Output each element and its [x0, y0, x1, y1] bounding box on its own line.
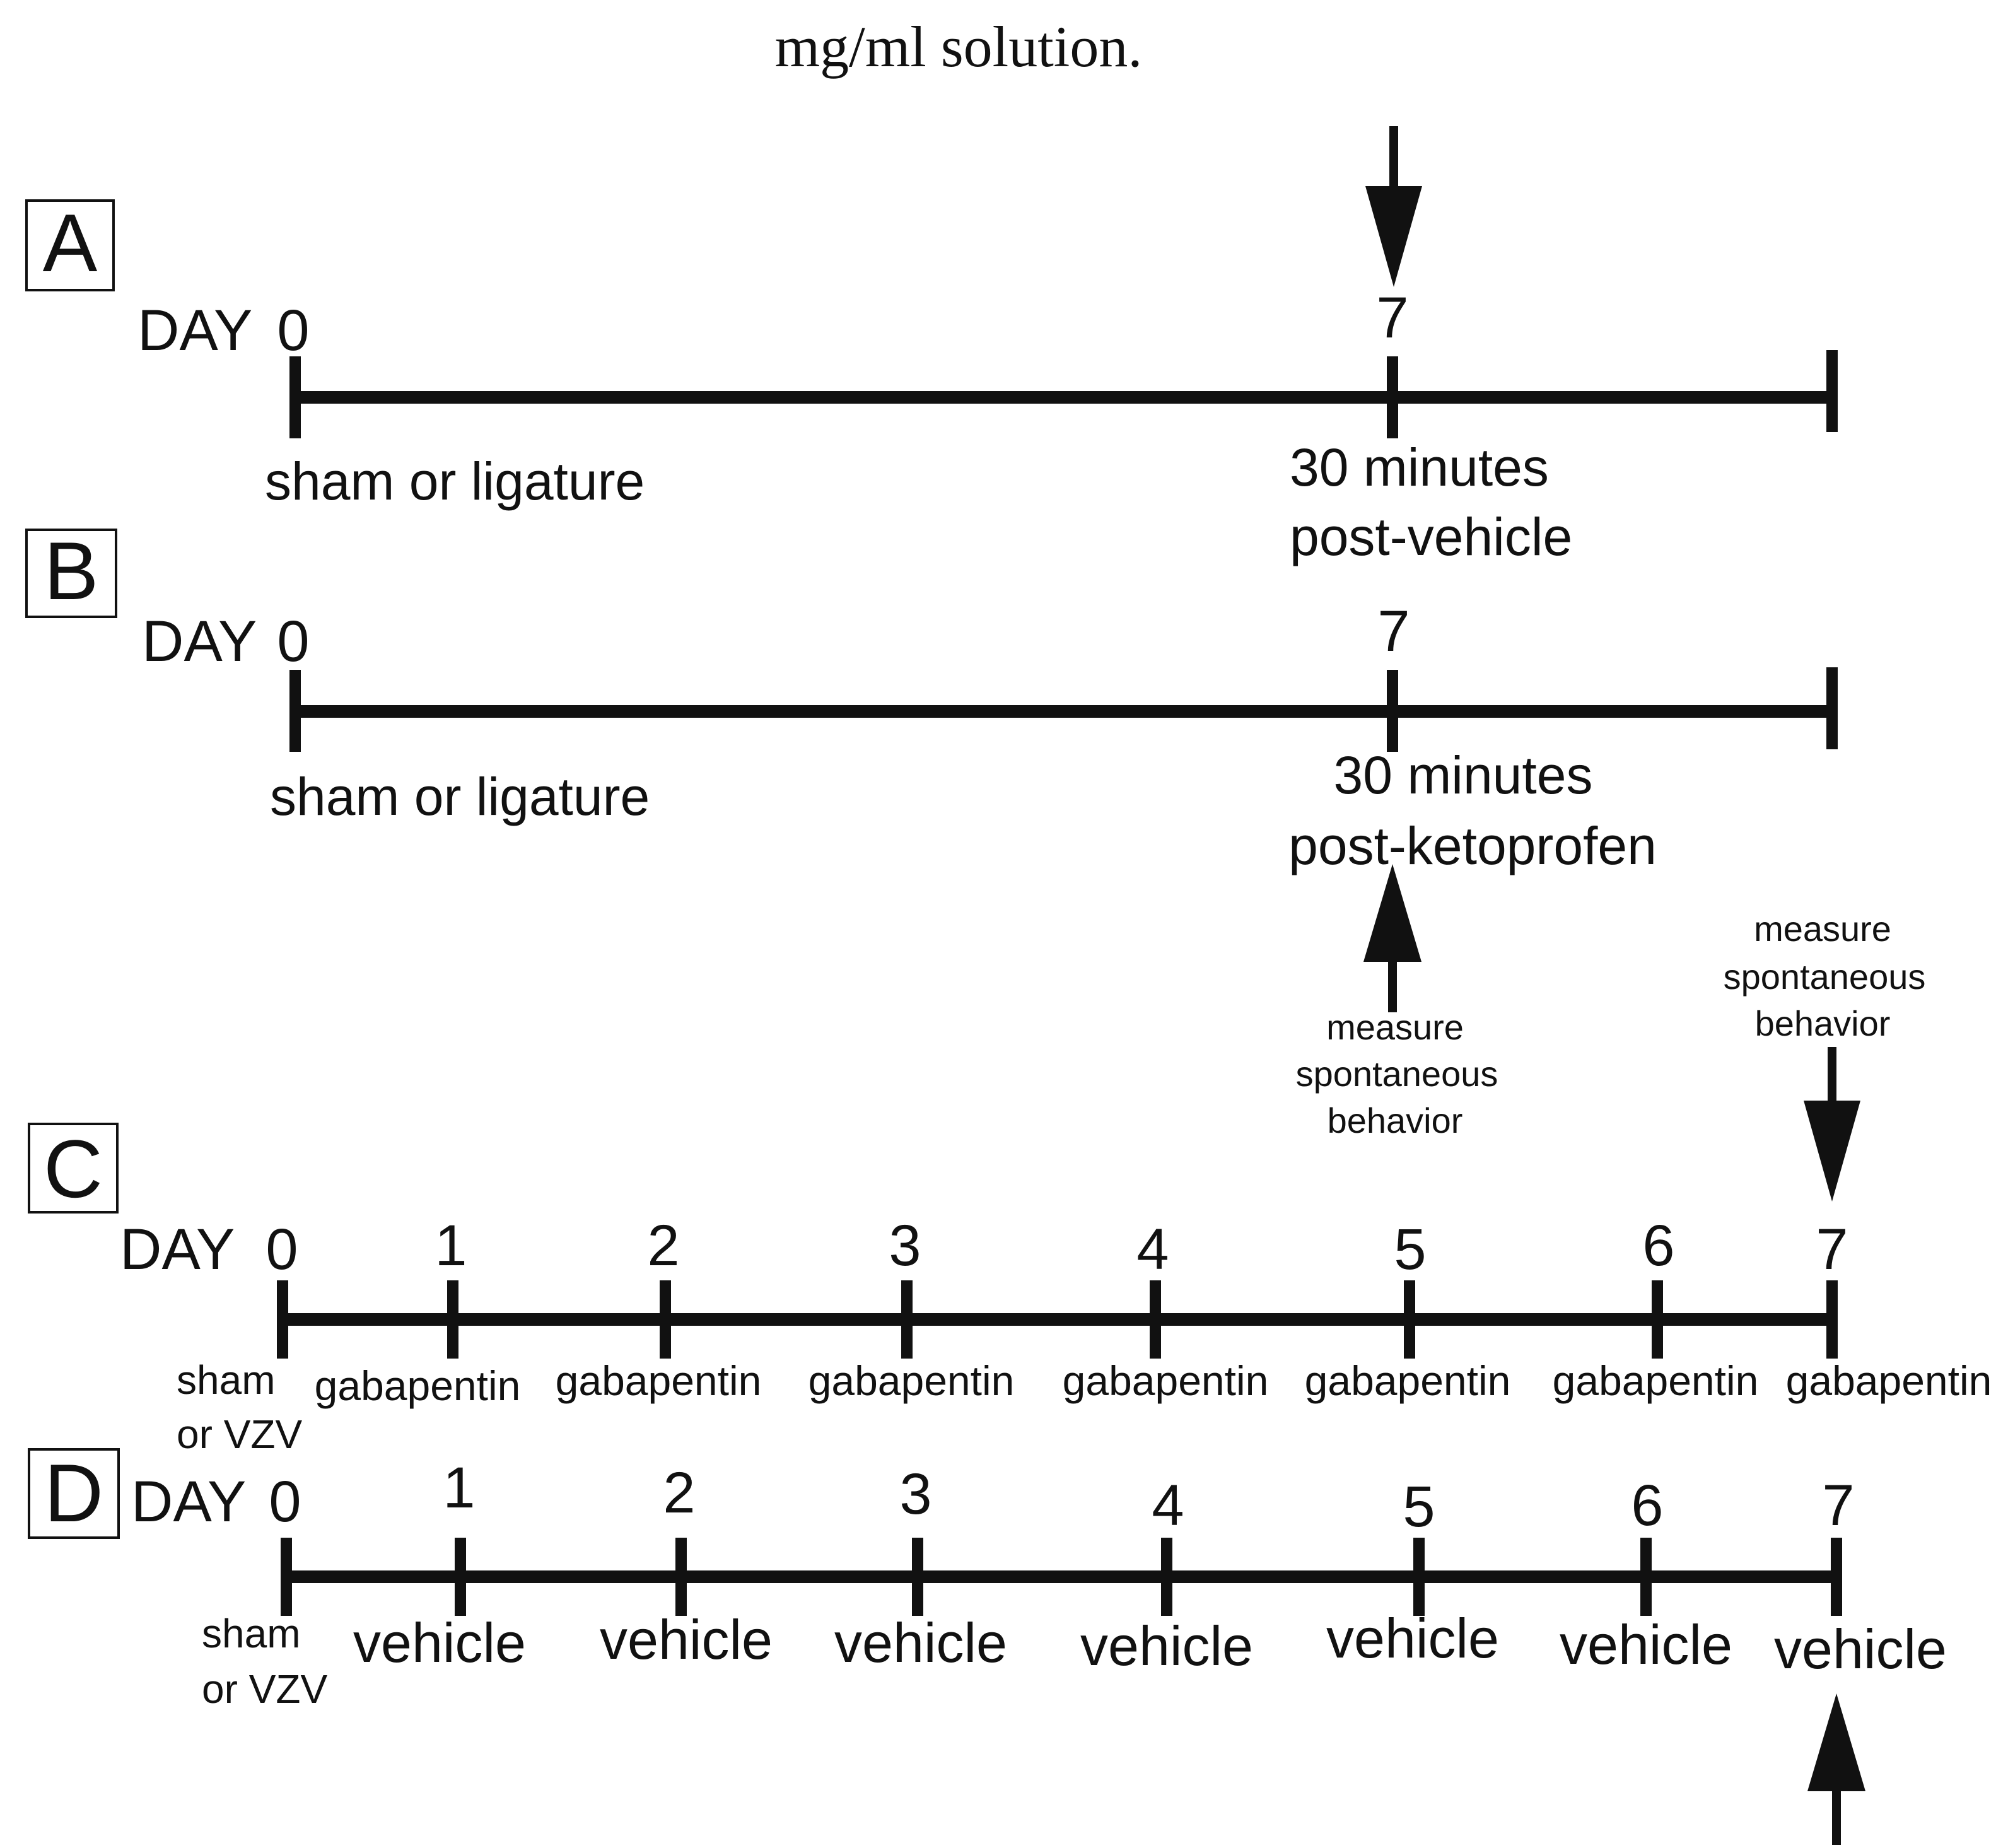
- panel-d-box: [28, 1448, 120, 1539]
- panel-c-day-1: 1: [435, 1213, 467, 1278]
- panel-d-day-7: 7: [1822, 1473, 1854, 1538]
- panel-b-mid-label-1: 30 minutes: [1334, 746, 1593, 805]
- panel-a-day-label: DAY: [137, 298, 252, 363]
- panel-c-day-numbers: 0 1 2 3 4 5 6 7: [266, 1213, 1848, 1282]
- panel-b-measure-1: measure: [1326, 1007, 1464, 1047]
- panel-d-day-label: DAY: [131, 1470, 246, 1534]
- panel-c-treatments: gabapentin gabapentin gabapentin gabapentin…: [315, 1357, 1992, 1409]
- panel-b: B DAY 0 7 sham or ligature 30 minutes po…: [25, 525, 1838, 1140]
- panel-d-treatment-day-7: vehicle: [1774, 1618, 1947, 1680]
- panel-b-measure-2: spontaneous: [1296, 1054, 1498, 1094]
- panel-b-day-label: DAY: [142, 609, 257, 674]
- panel-d-treatment-day-4: vehicle: [1080, 1615, 1253, 1677]
- panel-d-start-label-2: or VZV: [202, 1666, 327, 1712]
- panel-d-day-5: 5: [1403, 1475, 1435, 1539]
- panel-c: measure spontaneous behavior C DAY 0 1 2 3 4…: [28, 909, 1992, 1457]
- panel-c-measure-1: measure: [1754, 909, 1891, 949]
- panel-b-mid-label-2: post-ketoprofen: [1288, 816, 1657, 875]
- panel-a-day-7: 7: [1376, 286, 1408, 350]
- panel-a-day-0: 0: [277, 298, 309, 363]
- panel-c-box: [28, 1123, 119, 1213]
- panel-d-day-0: 0: [269, 1470, 301, 1534]
- panel-b-start-label: sham or ligature: [270, 767, 650, 826]
- panel-d-day-3: 3: [899, 1462, 931, 1526]
- panel-a-mid-label-2: post-vehicle: [1290, 507, 1572, 566]
- panel-d-day-6: 6: [1631, 1473, 1663, 1538]
- panel-a-letter: A: [43, 197, 98, 289]
- panel-c-treatment-day-3: gabapentin: [808, 1357, 1015, 1404]
- panel-b-box: [25, 529, 117, 618]
- panel-c-day-2: 2: [647, 1213, 679, 1278]
- panel-c-measure-2: spontaneous: [1724, 957, 1926, 997]
- panel-c-day-7: 7: [1816, 1217, 1848, 1282]
- panel-c-start-label-2: or VZV: [177, 1412, 302, 1457]
- panel-c-letter: C: [44, 1123, 103, 1215]
- panel-c-treatment-day-4: gabapentin: [1063, 1357, 1269, 1404]
- panel-c-arrow-down: [1804, 1047, 1860, 1202]
- panel-b-day-0: 0: [277, 609, 309, 674]
- caption-fragment: mg/ml solution.: [775, 15, 1143, 79]
- panel-c-start-label-1: sham: [177, 1357, 276, 1403]
- panel-a-arrow-down: [1365, 126, 1422, 287]
- panel-d-arrow-up: [1807, 1693, 1865, 1845]
- panel-d-treatment-day-6: vehicle: [1560, 1613, 1732, 1676]
- panel-a: A DAY 0 7 sham or ligature 30 minutes po…: [25, 126, 1838, 566]
- panel-c-day-0: 0: [266, 1217, 298, 1282]
- panel-b-arrow-up: [1363, 864, 1421, 1012]
- panel-b-day-7: 7: [1377, 599, 1410, 664]
- panel-c-day-3: 3: [889, 1213, 921, 1278]
- panel-c-day-5: 5: [1394, 1217, 1426, 1282]
- panel-c-treatment-day-7: gabapentin: [1786, 1357, 1992, 1404]
- panel-c-measure-3: behavior: [1755, 1003, 1891, 1043]
- panel-c-treatment-day-2: gabapentin: [556, 1357, 762, 1404]
- panel-d-treatment-day-2: vehicle: [600, 1608, 773, 1671]
- panel-d-treatment-day-3: vehicle: [834, 1611, 1007, 1674]
- panel-c-ticks: [277, 1280, 1838, 1359]
- panel-a-start-label: sham or ligature: [265, 452, 645, 511]
- panel-a-box: [25, 199, 115, 291]
- panel-c-treatment-day-6: gabapentin: [1553, 1357, 1759, 1404]
- panel-d-day-numbers: 0 1 2 3 4 5 6 7: [269, 1456, 1854, 1539]
- panel-d-treatment-day-5: vehicle: [1326, 1607, 1499, 1670]
- panel-c-day-label: DAY: [120, 1217, 235, 1282]
- panel-b-measure-3: behavior: [1328, 1101, 1463, 1140]
- panel-d-day-1: 1: [443, 1456, 475, 1520]
- panel-c-day-6: 6: [1642, 1213, 1674, 1278]
- panel-d-day-2: 2: [663, 1461, 695, 1525]
- panel-a-mid-label-1: 30 minutes: [1290, 438, 1549, 497]
- panel-c-day-4: 4: [1136, 1217, 1169, 1282]
- panel-d-ticks: [281, 1538, 1842, 1616]
- panel-c-treatment-day-5: gabapentin: [1305, 1357, 1511, 1404]
- panel-d-treatments: vehicle vehicle vehicle vehicle vehicle vehic…: [353, 1607, 1947, 1680]
- panel-c-treatment-day-1: gabapentin: [315, 1362, 521, 1409]
- panel-d-start-label-1: sham: [202, 1611, 301, 1656]
- panel-d-treatment-day-1: vehicle: [353, 1611, 526, 1674]
- panel-b-letter: B: [44, 525, 99, 617]
- panel-d-day-4: 4: [1152, 1473, 1184, 1538]
- panel-d-letter: D: [44, 1447, 103, 1539]
